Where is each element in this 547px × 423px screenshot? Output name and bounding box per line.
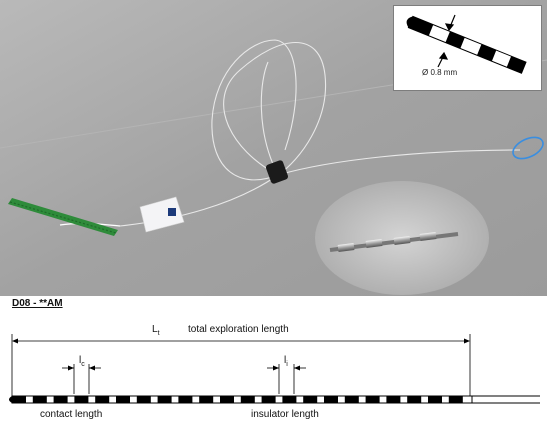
diameter-arrows — [437, 14, 456, 68]
contact-length-dimension — [62, 364, 101, 394]
green-connector — [8, 198, 118, 236]
electrode-contact-9 — [199, 396, 214, 403]
lc-symbol: lc — [79, 355, 85, 368]
magnified-view — [315, 181, 489, 295]
electrode-contact-19 — [407, 396, 422, 403]
total-length-label: total exploration length — [188, 324, 289, 335]
electrode-wire — [119, 39, 521, 227]
electrode-contact-12 — [261, 396, 276, 403]
contact-length-label: contact length — [40, 409, 103, 420]
electrode-contacts — [12, 396, 463, 403]
electrode-contact-15 — [324, 396, 338, 403]
lt-symbol: Lt — [152, 324, 160, 337]
insulator-length-dimension — [267, 364, 306, 394]
electrode-contact-10 — [220, 396, 234, 403]
electrode-contact-1 — [32, 396, 47, 403]
label-tag — [139, 196, 185, 233]
electrode-contact-3 — [74, 396, 89, 403]
electrode-schematic — [9, 334, 540, 404]
electrode-bar — [9, 395, 540, 404]
wire-holder — [265, 160, 289, 184]
electrode-contact-6 — [136, 396, 151, 403]
diameter-label: Ø 0.8 mm — [422, 68, 458, 77]
electrode-contact-13 — [282, 396, 297, 403]
electrode-contact-14 — [303, 396, 318, 403]
electrode-contact-20 — [428, 396, 442, 403]
tip-highlight — [512, 136, 544, 160]
electrode-contact-21 — [448, 396, 463, 403]
electrode-contact-8 — [178, 396, 193, 403]
electrode-contact-5 — [116, 396, 130, 403]
electrode-contact-11 — [240, 396, 255, 403]
electrode-contact-2 — [53, 396, 68, 403]
insulator-length-label: insulator length — [251, 409, 319, 420]
magnified-contacts — [337, 232, 437, 252]
electrode-contact-4 — [95, 396, 110, 403]
electrode-contact-7 — [157, 396, 172, 403]
electrode-contact-16 — [344, 396, 359, 403]
diagram-title: D08 - **AM — [12, 298, 63, 309]
electrode-contact-18 — [386, 396, 401, 403]
li-symbol: li — [284, 355, 288, 368]
total-length-dimension — [11, 334, 471, 396]
electrode-contact-0 — [12, 396, 26, 403]
inset-probe-sketch — [406, 14, 527, 74]
electrode-contact-17 — [365, 396, 380, 403]
